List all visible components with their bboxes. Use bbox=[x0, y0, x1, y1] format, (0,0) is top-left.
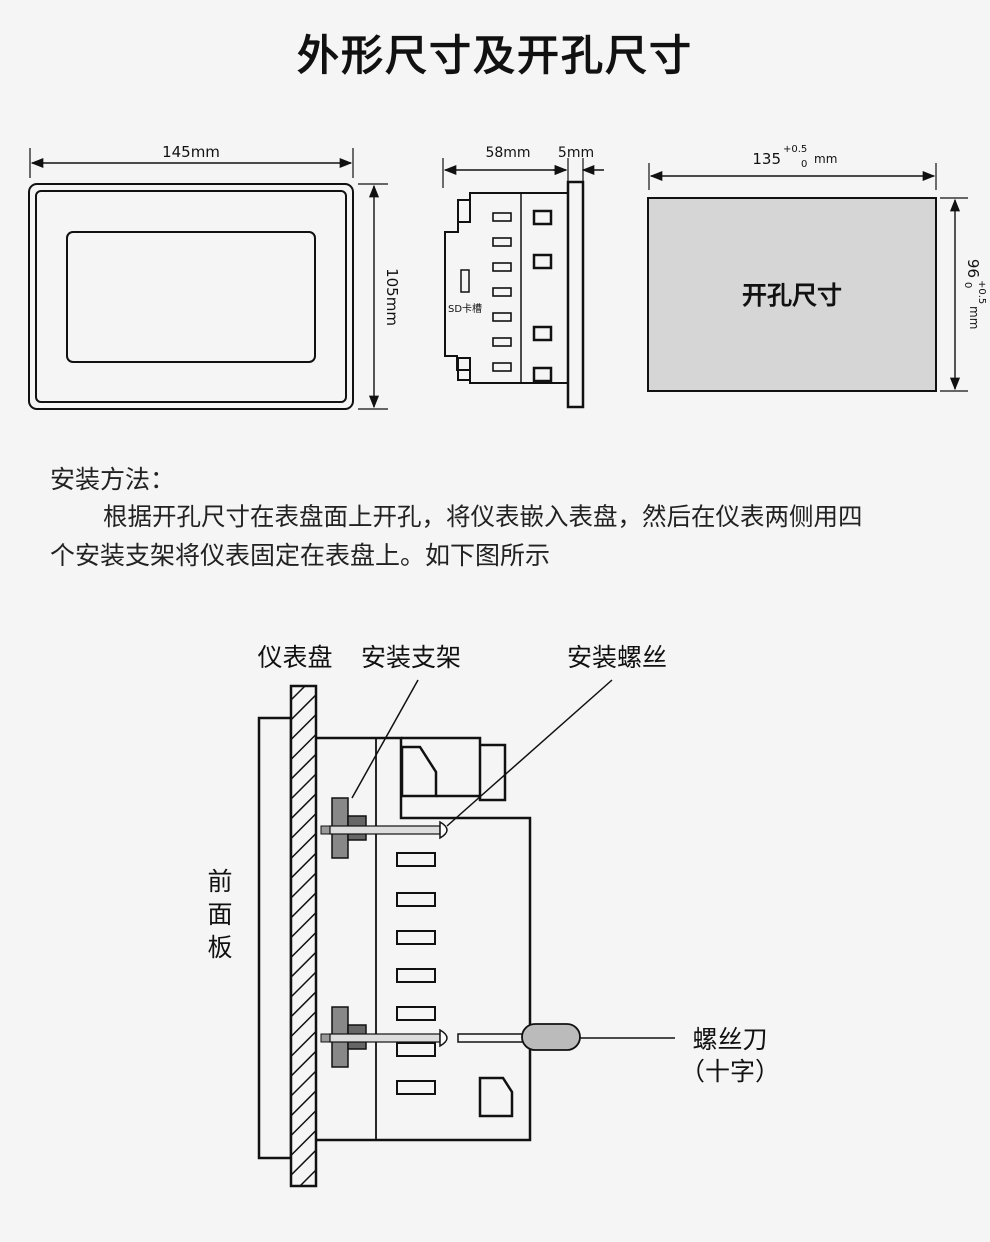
cutout-height-unit: mm bbox=[967, 306, 981, 329]
callout-front-3: 板 bbox=[207, 933, 232, 962]
width-dim-label: 145mm bbox=[162, 143, 220, 161]
side-view: 58mm 5mm SD卡槽 bbox=[442, 145, 604, 409]
callout-front-1: 前 bbox=[207, 867, 232, 896]
screwdriver bbox=[457, 1023, 675, 1051]
height-dim-label: 105mm bbox=[383, 268, 401, 326]
sd-slot bbox=[460, 269, 470, 293]
cutout-label: 开孔尺寸 bbox=[742, 281, 842, 310]
cutout-width-unit: mm bbox=[814, 152, 837, 166]
cutout-height-tol-upper: +0.5 bbox=[976, 280, 987, 304]
cutout-view: 135 +0.5 0 mm 开孔尺寸 96 +0.5 0 mm bbox=[647, 144, 987, 392]
bracket-leader bbox=[351, 679, 419, 799]
install-line-1: 根据开孔尺寸在表盘面上开孔，将仪表嵌入表盘，然后在仪表两侧用四 bbox=[103, 502, 863, 531]
depth-dim-label: 58mm bbox=[485, 145, 530, 161]
front-view: 145mm 105mm bbox=[28, 143, 401, 410]
cutout-height-tol-lower: 0 bbox=[962, 282, 973, 288]
front-panel bbox=[257, 716, 293, 1160]
callout-screwdriver: 螺丝刀 bbox=[692, 1025, 767, 1054]
install-line-2: 个安装支架将仪表固定在表盘上。如下图所示 bbox=[50, 541, 551, 570]
instrument-panel bbox=[289, 684, 318, 1188]
cutout-height-value: 96 bbox=[964, 259, 982, 278]
screw-leader bbox=[446, 679, 613, 827]
bezel-dim-label: 5mm bbox=[558, 145, 594, 161]
callout-front-2: 面 bbox=[207, 900, 232, 929]
front-bezel bbox=[28, 183, 354, 410]
front-screen bbox=[66, 231, 316, 363]
callout-panel: 仪表盘 bbox=[257, 643, 332, 672]
cutout-width-value: 135 bbox=[752, 150, 781, 168]
screw-bottom bbox=[329, 1028, 448, 1048]
cutout-rect bbox=[647, 197, 937, 392]
sd-slot-label: SD卡槽 bbox=[448, 302, 482, 315]
cutout-width-tol-lower: 0 bbox=[801, 159, 807, 170]
callout-bracket: 安装支架 bbox=[361, 643, 461, 672]
cutout-width-tol-upper: +0.5 bbox=[783, 144, 807, 155]
side-bezel bbox=[566, 180, 585, 409]
install-diagram: 仪表盘 安装支架 安装螺丝 前 面 板 螺丝刀 （十字） bbox=[207, 643, 780, 1188]
screw-top bbox=[329, 820, 448, 840]
page-title: 外形尺寸及开孔尺寸 bbox=[296, 31, 693, 80]
callout-screw: 安装螺丝 bbox=[567, 643, 667, 672]
instrument-body bbox=[316, 736, 532, 1142]
callout-screwdriver-type: （十字） bbox=[680, 1057, 780, 1086]
install-heading: 安装方法： bbox=[50, 465, 176, 494]
